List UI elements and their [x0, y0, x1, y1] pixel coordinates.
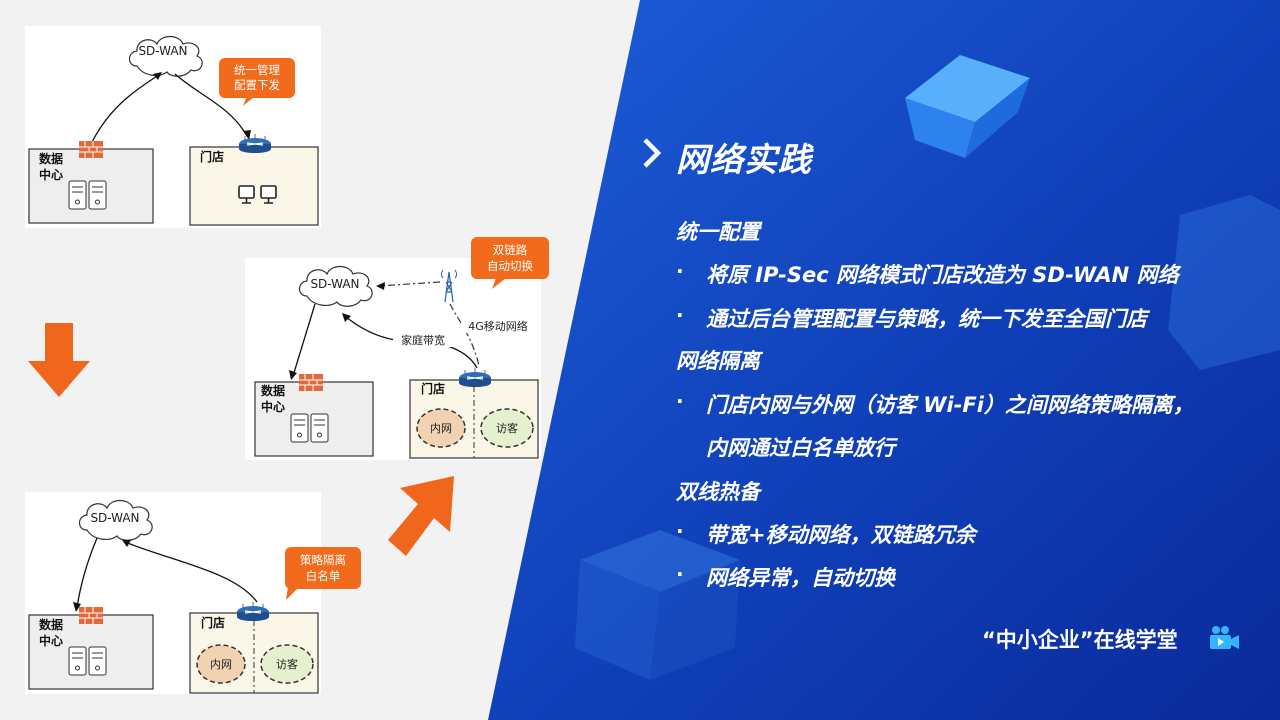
broadband-label: 家庭带宽 [401, 333, 445, 347]
bullet-text-continued: 内网通过白名单放行 [706, 436, 895, 460]
firewall-icon [79, 607, 103, 624]
section-title-dual-line: 双线热备 [676, 480, 760, 504]
footer-brand: “中小企业”在线学堂 [982, 628, 1178, 652]
store-label: 门店 [421, 381, 445, 396]
zone-inner [196, 644, 246, 684]
callout-line2: 自动切换 [487, 259, 533, 273]
store-label: 门店 [201, 615, 225, 630]
router-icon [239, 134, 271, 153]
bullet-text: 通过后台管理配置与策略，统一下发至全国门店 [706, 307, 1147, 331]
callout-line2: 白名单 [306, 569, 341, 583]
diagram-network-isolation: SD-WAN [25, 492, 321, 694]
section-title-network-isolation: 网络隔离 [676, 349, 760, 373]
desktop-icon [238, 185, 277, 204]
zone-guest [480, 408, 534, 448]
server-icon [68, 646, 107, 676]
callout-line1: 统一管理 [234, 63, 280, 77]
server-icon [290, 413, 329, 443]
data-center-label: 数据 [261, 383, 285, 398]
section-title-unified-config: 统一配置 [676, 220, 760, 244]
data-center-label2: 中心 [261, 399, 285, 414]
callout-line2: 配置下发 [234, 78, 280, 92]
data-center-label: 数据 [39, 151, 63, 166]
cloud-icon [78, 499, 153, 541]
bullet-marker: · [676, 259, 684, 283]
cloud-label: SD-WAN [310, 277, 359, 291]
callout-line1: 双链路 [493, 243, 528, 257]
data-center-label2: 中心 [39, 167, 63, 182]
bullet-text: 将原 IP-Sec 网络模式门店改造为 SD-WAN 网络 [706, 263, 1179, 287]
bullet-marker: · [676, 303, 684, 327]
firewall-icon [79, 141, 103, 158]
decorative-cube-bottom [575, 530, 740, 680]
zone-inner-label: 内网 [430, 421, 452, 435]
bullet-text: 带宽+移动网络，双链路冗余 [706, 523, 976, 547]
bullet-text: 门店内网与外网（访客 Wi-Fi）之间网络策略隔离， [706, 393, 1194, 417]
cloud-icon [128, 35, 203, 77]
store-label: 门店 [200, 149, 224, 164]
router-icon [459, 368, 491, 387]
mobile-link-label: 4G移动网络 [468, 319, 528, 333]
diagonal-arrow-icon [388, 476, 454, 556]
server-icon [68, 180, 107, 210]
video-camera-icon [1210, 626, 1239, 649]
bullet-marker: · [676, 389, 684, 413]
callout-badge [219, 58, 295, 106]
down-arrow-icon [28, 323, 90, 397]
data-center-label2: 中心 [39, 633, 63, 648]
zone-guest-label: 访客 [276, 657, 298, 671]
decorative-cube-right [1168, 195, 1280, 370]
slide-heading: 网络实践 [676, 140, 812, 179]
firewall-icon [299, 374, 323, 391]
decorative-cube-top [905, 55, 1030, 158]
router-icon [237, 602, 269, 621]
zone-inner [416, 408, 466, 448]
diagram-unified-config: SD-WAN 统一管理 [25, 26, 321, 228]
bullet-marker: · [676, 562, 684, 586]
cell-tower-icon [441, 269, 457, 303]
bullet-text: 网络异常，自动切换 [706, 566, 895, 590]
cloud-label: SD-WAN [138, 44, 187, 58]
callout-badge-dual-link: 双链路 自动切换 [471, 237, 549, 289]
zone-inner-label: 内网 [210, 657, 232, 671]
bullet-marker: · [676, 519, 684, 543]
zone-guest [260, 644, 314, 684]
cloud-icon [298, 265, 373, 307]
data-center-label: 数据 [39, 617, 63, 632]
cloud-label: SD-WAN [90, 511, 139, 525]
zone-guest-label: 访客 [496, 421, 518, 435]
callout-line1: 策略隔离 [300, 553, 346, 567]
callout-badge-isolation: 策略隔离 白名单 [285, 547, 361, 600]
chevron-right-icon [643, 138, 662, 168]
